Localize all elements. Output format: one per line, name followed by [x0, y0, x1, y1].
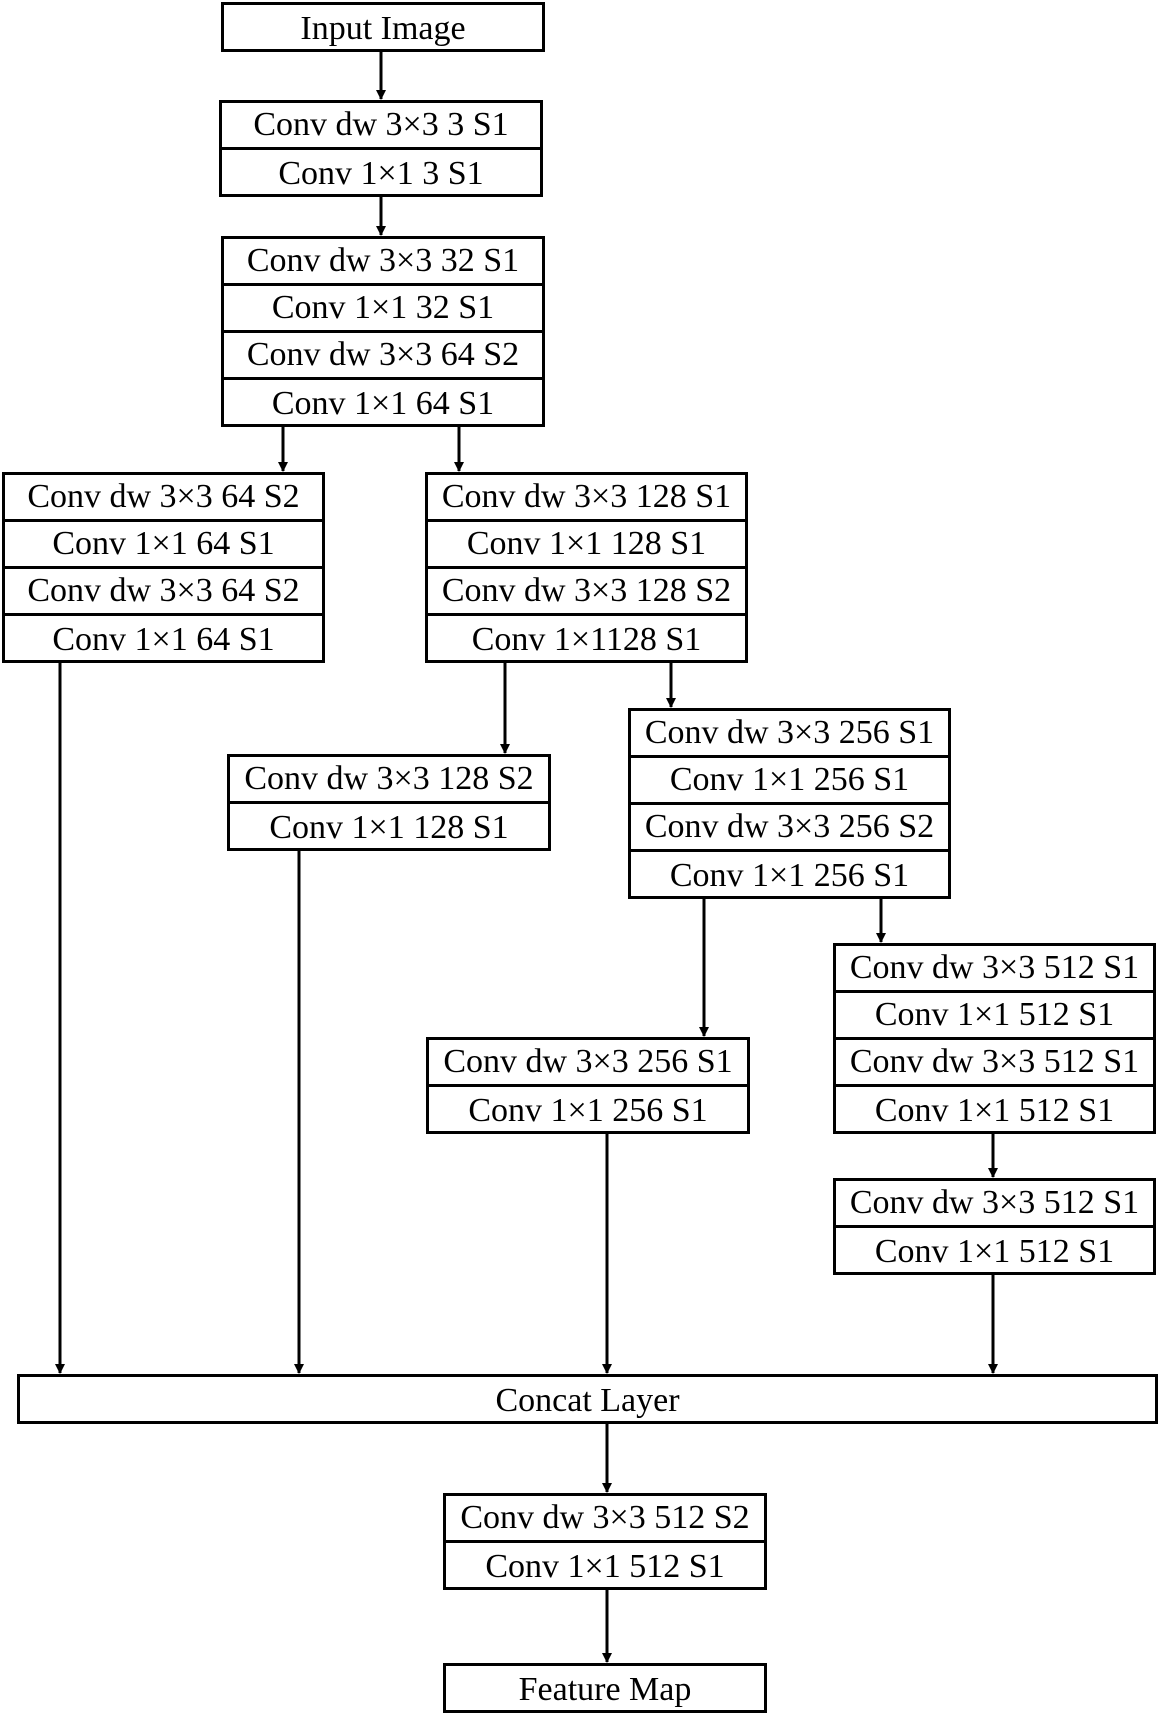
- block-row: Conv dw 3×3 64 S2: [5, 475, 322, 522]
- block-row: Conv dw 3×3 64 S2: [224, 333, 542, 380]
- block-row: Conv 1×1 256 S1: [631, 758, 948, 805]
- block-row: Feature Map: [518, 1670, 692, 1708]
- block-row: Conv 1×1 512 S1: [836, 993, 1153, 1040]
- stem-block-1: Conv dw 3×3 3 S1 Conv 1×1 3 S1: [219, 100, 543, 197]
- block-row: Conv dw 3×3 256 S2: [631, 805, 948, 852]
- branch-c1-block: Conv dw 3×3 256 S1 Conv 1×1 256 S1: [426, 1037, 750, 1134]
- branch-c-block: Conv dw 3×3 256 S1 Conv 1×1 256 S1 Conv …: [628, 708, 951, 899]
- block-row: Conv dw 3×3 128 S2: [428, 569, 745, 616]
- concat-layer-block: Concat Layer: [17, 1374, 1158, 1424]
- branch-d1-block: Conv dw 3×3 512 S1 Conv 1×1 512 S1: [833, 1178, 1156, 1275]
- block-row: Conv dw 3×3 128 S2: [230, 757, 548, 804]
- branch-a-block: Conv dw 3×3 64 S2 Conv 1×1 64 S1 Conv dw…: [2, 472, 325, 663]
- block-row: Conv 1×1 3 S1: [278, 154, 484, 192]
- block-row: Conv 1×1 512 S1: [485, 1547, 725, 1585]
- block-row: Conv 1×1 256 S1: [669, 856, 910, 894]
- branch-d-block: Conv dw 3×3 512 S1 Conv 1×1 512 S1 Conv …: [833, 943, 1156, 1134]
- block-row: Conv 1×1 256 S1: [468, 1091, 708, 1129]
- block-row: Conv 1×1 32 S1: [224, 286, 542, 333]
- block-row: Conv dw 3×3 512 S1: [836, 946, 1153, 993]
- block-row: Conv dw 3×3 3 S1: [222, 103, 540, 150]
- block-row: Conv dw 3×3 32 S1: [224, 239, 542, 286]
- branch-b1-block: Conv dw 3×3 128 S2 Conv 1×1 128 S1: [227, 754, 551, 851]
- block-row: Concat Layer: [495, 1381, 680, 1419]
- feature-map-block: Feature Map: [443, 1663, 767, 1713]
- block-row: Conv dw 3×3 256 S1: [429, 1040, 747, 1087]
- block-row: Conv 1×1 128 S1: [428, 522, 745, 569]
- input-image-block: Input Image: [221, 2, 545, 52]
- block-row: Conv dw 3×3 512 S1: [836, 1040, 1153, 1087]
- block-row: Conv dw 3×3 512 S1: [836, 1181, 1153, 1228]
- block-row: Conv 1×1 64 S1: [271, 384, 495, 422]
- block-row: Conv 1×1 64 S1: [52, 620, 275, 658]
- block-row: Conv dw 3×3 512 S2: [446, 1496, 764, 1543]
- block-row: Input Image: [300, 9, 466, 47]
- block-row: Conv dw 3×3 128 S1: [428, 475, 745, 522]
- block-row: Conv dw 3×3 256 S1: [631, 711, 948, 758]
- block-row: Conv 1×1 512 S1: [874, 1232, 1115, 1270]
- head-block: Conv dw 3×3 512 S2 Conv 1×1 512 S1: [443, 1493, 767, 1590]
- block-row: Conv 1×1128 S1: [471, 620, 702, 658]
- branch-b-block: Conv dw 3×3 128 S1 Conv 1×1 128 S1 Conv …: [425, 472, 748, 663]
- block-row: Conv 1×1 512 S1: [874, 1091, 1115, 1129]
- block-row: Conv 1×1 128 S1: [269, 808, 509, 846]
- block-row: Conv dw 3×3 64 S2: [5, 569, 322, 616]
- block-row: Conv 1×1 64 S1: [5, 522, 322, 569]
- stem-block-2: Conv dw 3×3 32 S1 Conv 1×1 32 S1 Conv dw…: [221, 236, 545, 427]
